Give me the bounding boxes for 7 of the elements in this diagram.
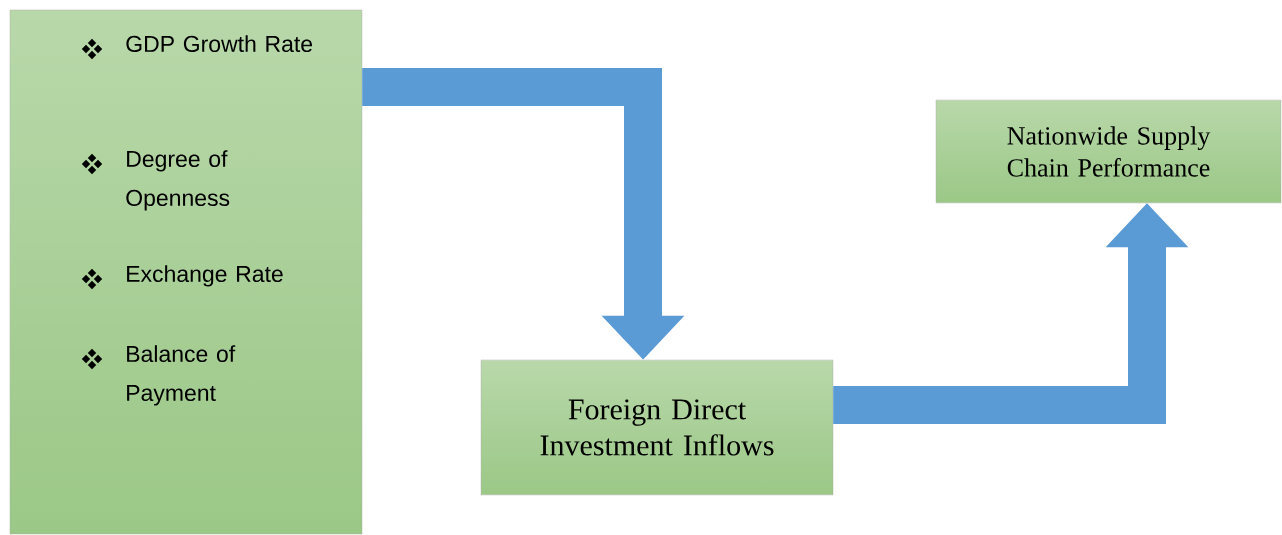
list-item: Degree of Openness — [126, 150, 230, 211]
list-item: Balance of Payment — [127, 345, 236, 406]
text-box: Nationwide Supply Chain Performance — [935, 99, 1282, 204]
text-box: Foreign Direct Investment Inflows — [480, 359, 834, 496]
text-box — [9, 9, 363, 535]
list-item: GDP Growth Rate — [126, 35, 313, 53]
list-item: Exchange Rate — [127, 265, 283, 287]
